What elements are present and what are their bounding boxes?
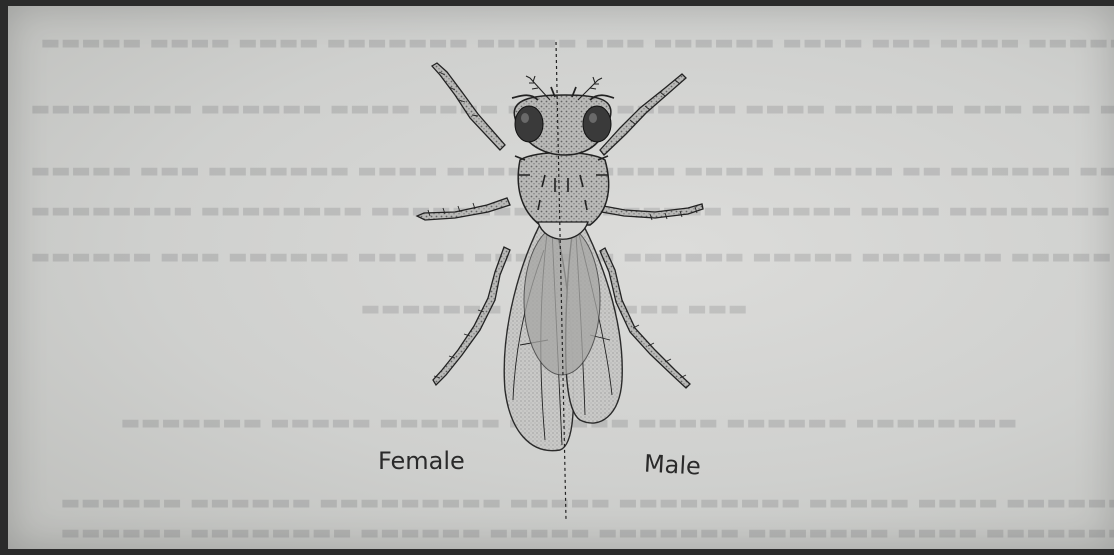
thorax: [518, 153, 608, 226]
right-eye: [583, 106, 611, 142]
abdomen: [524, 225, 600, 375]
left-eye: [515, 106, 543, 142]
male-label: Male: [643, 450, 701, 481]
female-label: Female: [378, 447, 465, 475]
